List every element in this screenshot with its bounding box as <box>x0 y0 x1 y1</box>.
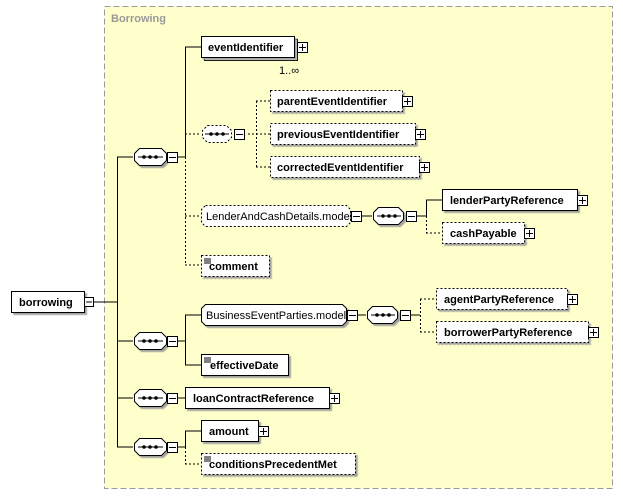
element-label: parentEventIdentifier <box>277 96 388 108</box>
element-label: borrowerPartyReference <box>444 327 572 339</box>
collapse-minus-icon[interactable] <box>167 442 178 453</box>
element-label: agentPartyReference <box>444 294 554 306</box>
element-cash-payable[interactable]: cashPayable <box>442 222 535 244</box>
root-borrowing[interactable]: borrowing <box>11 291 94 313</box>
element-label: eventIdentifier <box>208 42 284 54</box>
element-lender-party-reference[interactable]: lenderPartyReference <box>442 189 588 211</box>
element-label: conditionsPrecedentMet <box>209 459 337 471</box>
group-ref-business-event-parties[interactable]: BusinessEventParties.model <box>201 304 358 326</box>
element-label: effectiveDate <box>210 360 278 372</box>
simple-content-icon <box>204 357 211 363</box>
expand-plus-icon[interactable] <box>329 393 340 404</box>
element-label: loanContractReference <box>193 393 314 405</box>
element-label: amount <box>209 426 249 438</box>
simple-content-icon <box>204 456 211 462</box>
expand-plus-icon[interactable] <box>524 228 535 239</box>
element-corrected-event-identifier[interactable]: correctedEventIdentifier <box>270 156 430 178</box>
element-event-identifier[interactable]: eventIdentifier 1..∞ <box>201 36 308 78</box>
sequence-icon <box>205 132 229 136</box>
expand-plus-icon[interactable] <box>402 96 413 107</box>
element-agent-party-reference[interactable]: agentPartyReference <box>436 288 578 310</box>
collapse-minus-icon[interactable] <box>400 310 411 321</box>
borrowing-group-box <box>104 6 613 489</box>
sequence-compositor-3[interactable] <box>134 389 178 407</box>
element-label: correctedEventIdentifier <box>277 162 404 174</box>
connector-lines <box>94 46 442 465</box>
collapse-minus-icon[interactable] <box>351 211 362 222</box>
sequence-icon <box>138 445 163 449</box>
group-ref-label: BusinessEventParties.model <box>206 310 346 322</box>
simple-content-icon <box>204 258 211 264</box>
sequence-icon <box>138 396 163 400</box>
group-ref-label: LenderAndCashDetails.model <box>206 211 352 223</box>
expand-plus-icon[interactable] <box>297 42 308 53</box>
element-label: lenderPartyReference <box>450 195 564 207</box>
sequence-compositor-1[interactable] <box>134 148 178 166</box>
element-comment[interactable]: comment <box>201 255 270 277</box>
element-label: cashPayable <box>450 228 517 240</box>
collapse-minus-icon[interactable] <box>167 336 178 347</box>
element-previous-event-identifier[interactable]: previousEventIdentifier <box>270 123 426 145</box>
sequence-icon <box>138 339 163 343</box>
element-label: comment <box>209 261 258 273</box>
expand-plus-icon[interactable] <box>419 162 430 173</box>
multiplicity-label: 1..∞ <box>279 65 299 77</box>
expand-plus-icon[interactable] <box>415 129 426 140</box>
collapse-minus-icon[interactable] <box>84 297 94 307</box>
sequence-icon <box>371 313 395 317</box>
element-parent-event-identifier[interactable]: parentEventIdentifier <box>270 90 413 112</box>
element-borrower-party-reference[interactable]: borrowerPartyReference <box>436 321 599 343</box>
element-conditions-precedent-met[interactable]: conditionsPrecedentMet <box>201 453 356 475</box>
sequence-icon <box>138 155 163 159</box>
element-amount[interactable]: amount <box>201 420 269 442</box>
collapse-minus-icon[interactable] <box>167 152 178 163</box>
collapse-minus-icon[interactable] <box>347 310 358 321</box>
group-title: Borrowing <box>111 13 166 25</box>
collapse-minus-icon[interactable] <box>167 393 178 404</box>
expand-plus-icon[interactable] <box>577 195 588 206</box>
element-label: previousEventIdentifier <box>277 129 400 141</box>
group-ref-lender-and-cash-details[interactable]: LenderAndCashDetails.model <box>201 205 362 227</box>
root-label: borrowing <box>19 297 73 309</box>
collapse-minus-icon[interactable] <box>406 211 417 222</box>
sequence-icon <box>377 214 401 218</box>
lender-cash-sequence-compositor[interactable] <box>373 207 417 225</box>
sequence-compositor-4[interactable] <box>134 438 178 456</box>
optional-sequence-compositor[interactable] <box>202 125 245 143</box>
element-loan-contract-reference[interactable]: loanContractReference <box>185 387 340 409</box>
expand-plus-icon[interactable] <box>588 327 599 338</box>
expand-plus-icon[interactable] <box>258 426 269 437</box>
expand-plus-icon[interactable] <box>567 294 578 305</box>
element-effective-date[interactable]: effectiveDate <box>201 354 289 376</box>
collapse-minus-icon[interactable] <box>234 129 245 140</box>
sequence-compositor-2[interactable] <box>134 332 178 350</box>
business-parties-sequence-compositor[interactable] <box>367 306 411 324</box>
